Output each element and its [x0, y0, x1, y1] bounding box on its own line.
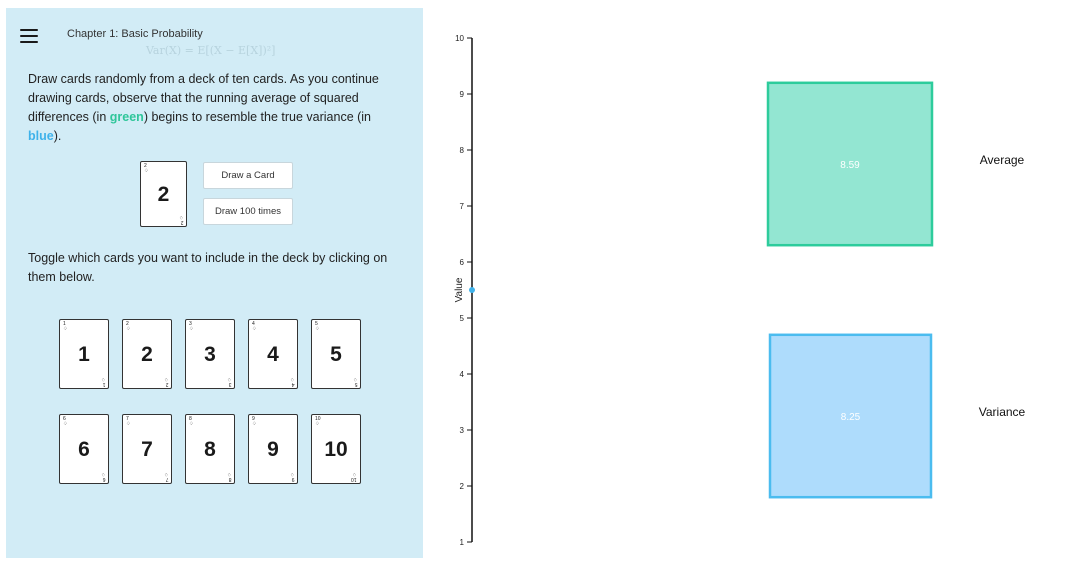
card-corner-bottom: 3♢ [226, 376, 231, 387]
deck-card-6[interactable]: 6♢ 6 6♢ [59, 414, 109, 484]
y-tick-label: 6 [460, 258, 465, 267]
menu-icon[interactable] [20, 29, 38, 43]
card-corner-top: 10♢ [315, 416, 321, 427]
y-tick-label: 2 [460, 482, 465, 491]
y-tick-label: 5 [460, 314, 465, 323]
y-tick-label: 3 [460, 426, 465, 435]
average-bar [766, 81, 934, 247]
card-value: 8 [204, 438, 216, 461]
card-corner-top: 1♢ [63, 321, 68, 332]
card-corner-bottom: 7♢ [163, 471, 168, 482]
drawn-card: 2♢ 2 2♢ [140, 161, 187, 227]
average-value-label: 8.59 [840, 160, 860, 171]
deck-card-2[interactable]: 2♢ 2 2♢ [122, 319, 172, 389]
card-corner-top: 9♢ [252, 416, 257, 427]
card-value: 6 [78, 438, 90, 461]
average-legend-label: Average [980, 153, 1025, 167]
card-corner-top: 4♢ [252, 321, 257, 332]
card-corner-bottom: 2♢ [163, 376, 168, 387]
axis-marker-dot [469, 287, 475, 293]
toggle-instructions: Toggle which cards you want to include i… [28, 251, 388, 284]
left-panel: Chapter 1: Basic Probability Var(X) = E[… [6, 8, 423, 558]
card-value: 10 [324, 438, 348, 461]
intro-text-part: ) begins to resemble the true variance (… [143, 110, 372, 124]
blue-keyword: blue [28, 129, 54, 143]
y-tick-label: 9 [460, 90, 465, 99]
deck-card-4[interactable]: 4♢ 4 4♢ [248, 319, 298, 389]
intro-text-part: Draw cards randomly from a deck of ten c… [28, 72, 379, 124]
variance-formula: Var(X) = E[(X − E[X])²] [146, 44, 276, 57]
intro-text: Draw cards randomly from a deck of ten c… [28, 70, 398, 146]
card-value: 1 [78, 343, 90, 366]
card-corner-bottom: 1♢ [100, 376, 105, 387]
card-corner-bottom: 5♢ [352, 376, 357, 387]
card-value: 2 [141, 343, 153, 366]
variance-value-label: 8.25 [841, 412, 861, 423]
intro-text-part: ). [53, 129, 62, 143]
y-tick-label: 1 [460, 538, 465, 547]
card-corner-bottom: 6♢ [100, 471, 105, 482]
card-corner-top: 5♢ [315, 321, 320, 332]
card-corner-top: 2♢ [126, 321, 131, 332]
card-corner-top: 2♢ [144, 163, 149, 174]
draw-card-button[interactable]: Draw a Card [203, 162, 293, 189]
card-corner-bottom: 4♢ [289, 376, 294, 387]
y-tick-label: 4 [460, 370, 465, 379]
card-corner-top: 6♢ [63, 416, 68, 427]
y-axis-label: Value [454, 277, 465, 302]
variance-bar [768, 333, 933, 499]
card-corner-bottom: 8♢ [226, 471, 231, 482]
card-corner-top: 7♢ [126, 416, 131, 427]
card-corner-bottom: 10♢ [351, 471, 357, 482]
chapter-title: Chapter 1: Basic Probability [67, 28, 203, 40]
deck-card-1[interactable]: 1♢ 1 1♢ [59, 319, 109, 389]
draw-100-button[interactable]: Draw 100 times [203, 198, 293, 225]
card-corner-bottom: 2♢ [178, 214, 183, 225]
deck-card-10[interactable]: 10♢ 10 10♢ [311, 414, 361, 484]
deck-card-8[interactable]: 8♢ 8 8♢ [185, 414, 235, 484]
deck-card-7[interactable]: 7♢ 7 7♢ [122, 414, 172, 484]
card-corner-top: 3♢ [189, 321, 194, 332]
variance-legend-label: Variance [979, 405, 1026, 419]
card-value: 7 [141, 438, 153, 461]
card-value: 5 [330, 343, 342, 366]
card-value: 3 [204, 343, 216, 366]
deck-card-5[interactable]: 5♢ 5 5♢ [311, 319, 361, 389]
y-tick-label: 7 [460, 202, 465, 211]
card-corner-top: 8♢ [189, 416, 194, 427]
green-keyword: green [109, 110, 144, 124]
deck-card-9[interactable]: 9♢ 9 9♢ [248, 414, 298, 484]
card-value: 2 [157, 183, 170, 206]
card-corner-bottom: 9♢ [289, 471, 294, 482]
deck-card-3[interactable]: 3♢ 3 3♢ [185, 319, 235, 389]
y-tick-label: 8 [460, 146, 465, 155]
y-tick-label: 10 [455, 34, 464, 43]
card-value: 9 [267, 438, 279, 461]
card-value: 4 [267, 343, 279, 366]
